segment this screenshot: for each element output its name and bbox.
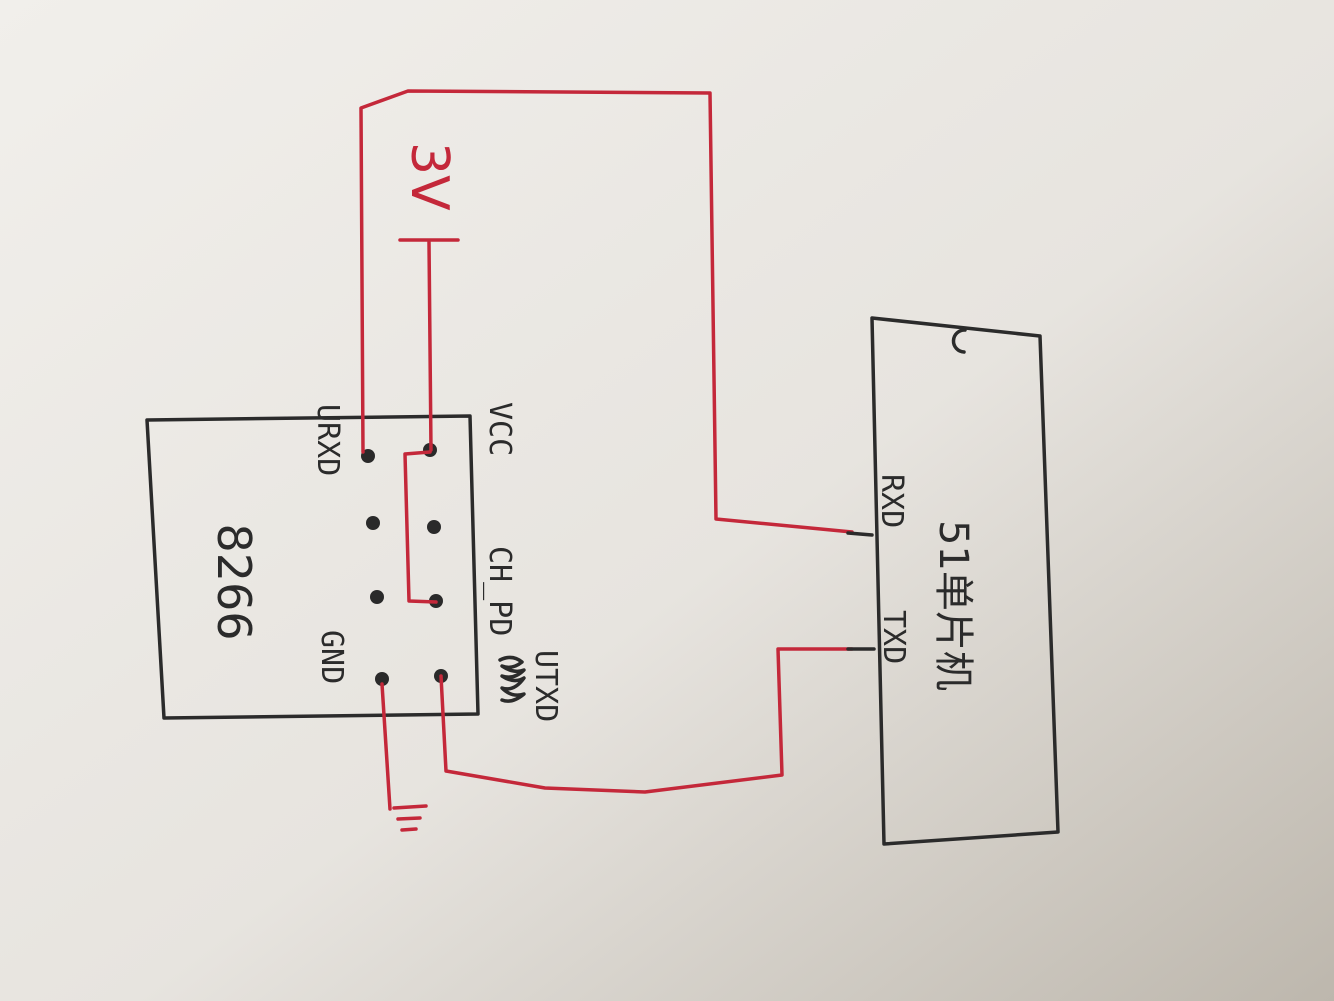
ground-bar-2: [396, 816, 422, 821]
supply-label: 3V: [399, 142, 459, 211]
ground-bar-3: [400, 827, 418, 832]
crossed-out-mark: [498, 655, 526, 703]
label-vcc: VCC: [482, 402, 517, 456]
mcu-51: RXD TXD 51单片机: [846, 316, 1060, 846]
mcu-pin-rxd-stub: [846, 531, 874, 537]
label-ch-pd: CH_PD: [482, 546, 517, 636]
label-utxd: UTXD: [528, 650, 563, 722]
pin-3-1: [370, 590, 384, 604]
mcu-label: 51单片机: [930, 520, 976, 691]
ground-wire: [380, 682, 392, 811]
mcu-outline: [870, 316, 1060, 846]
mcu-notch: [951, 328, 967, 354]
pin-gnd: [375, 672, 389, 686]
label-urxd: URXD: [310, 404, 345, 476]
ground-bar-1: [392, 804, 428, 810]
wire-urxd-to-rxd: [359, 89, 854, 534]
label-rxd: RXD: [874, 474, 909, 528]
ground-symbol: [380, 682, 428, 832]
supply-3v: 3V: [398, 142, 460, 452]
wire-utxd-to-txd: [439, 647, 854, 794]
label-gnd: GND: [314, 630, 349, 684]
esp8266-label: 8266: [207, 523, 261, 640]
wire-vcc-ch-pd: [403, 450, 438, 604]
pin-2-1: [366, 516, 380, 530]
pin-2-2: [427, 520, 441, 534]
label-txd: TXD: [876, 610, 911, 664]
supply-wire-to-vcc: [427, 240, 433, 452]
